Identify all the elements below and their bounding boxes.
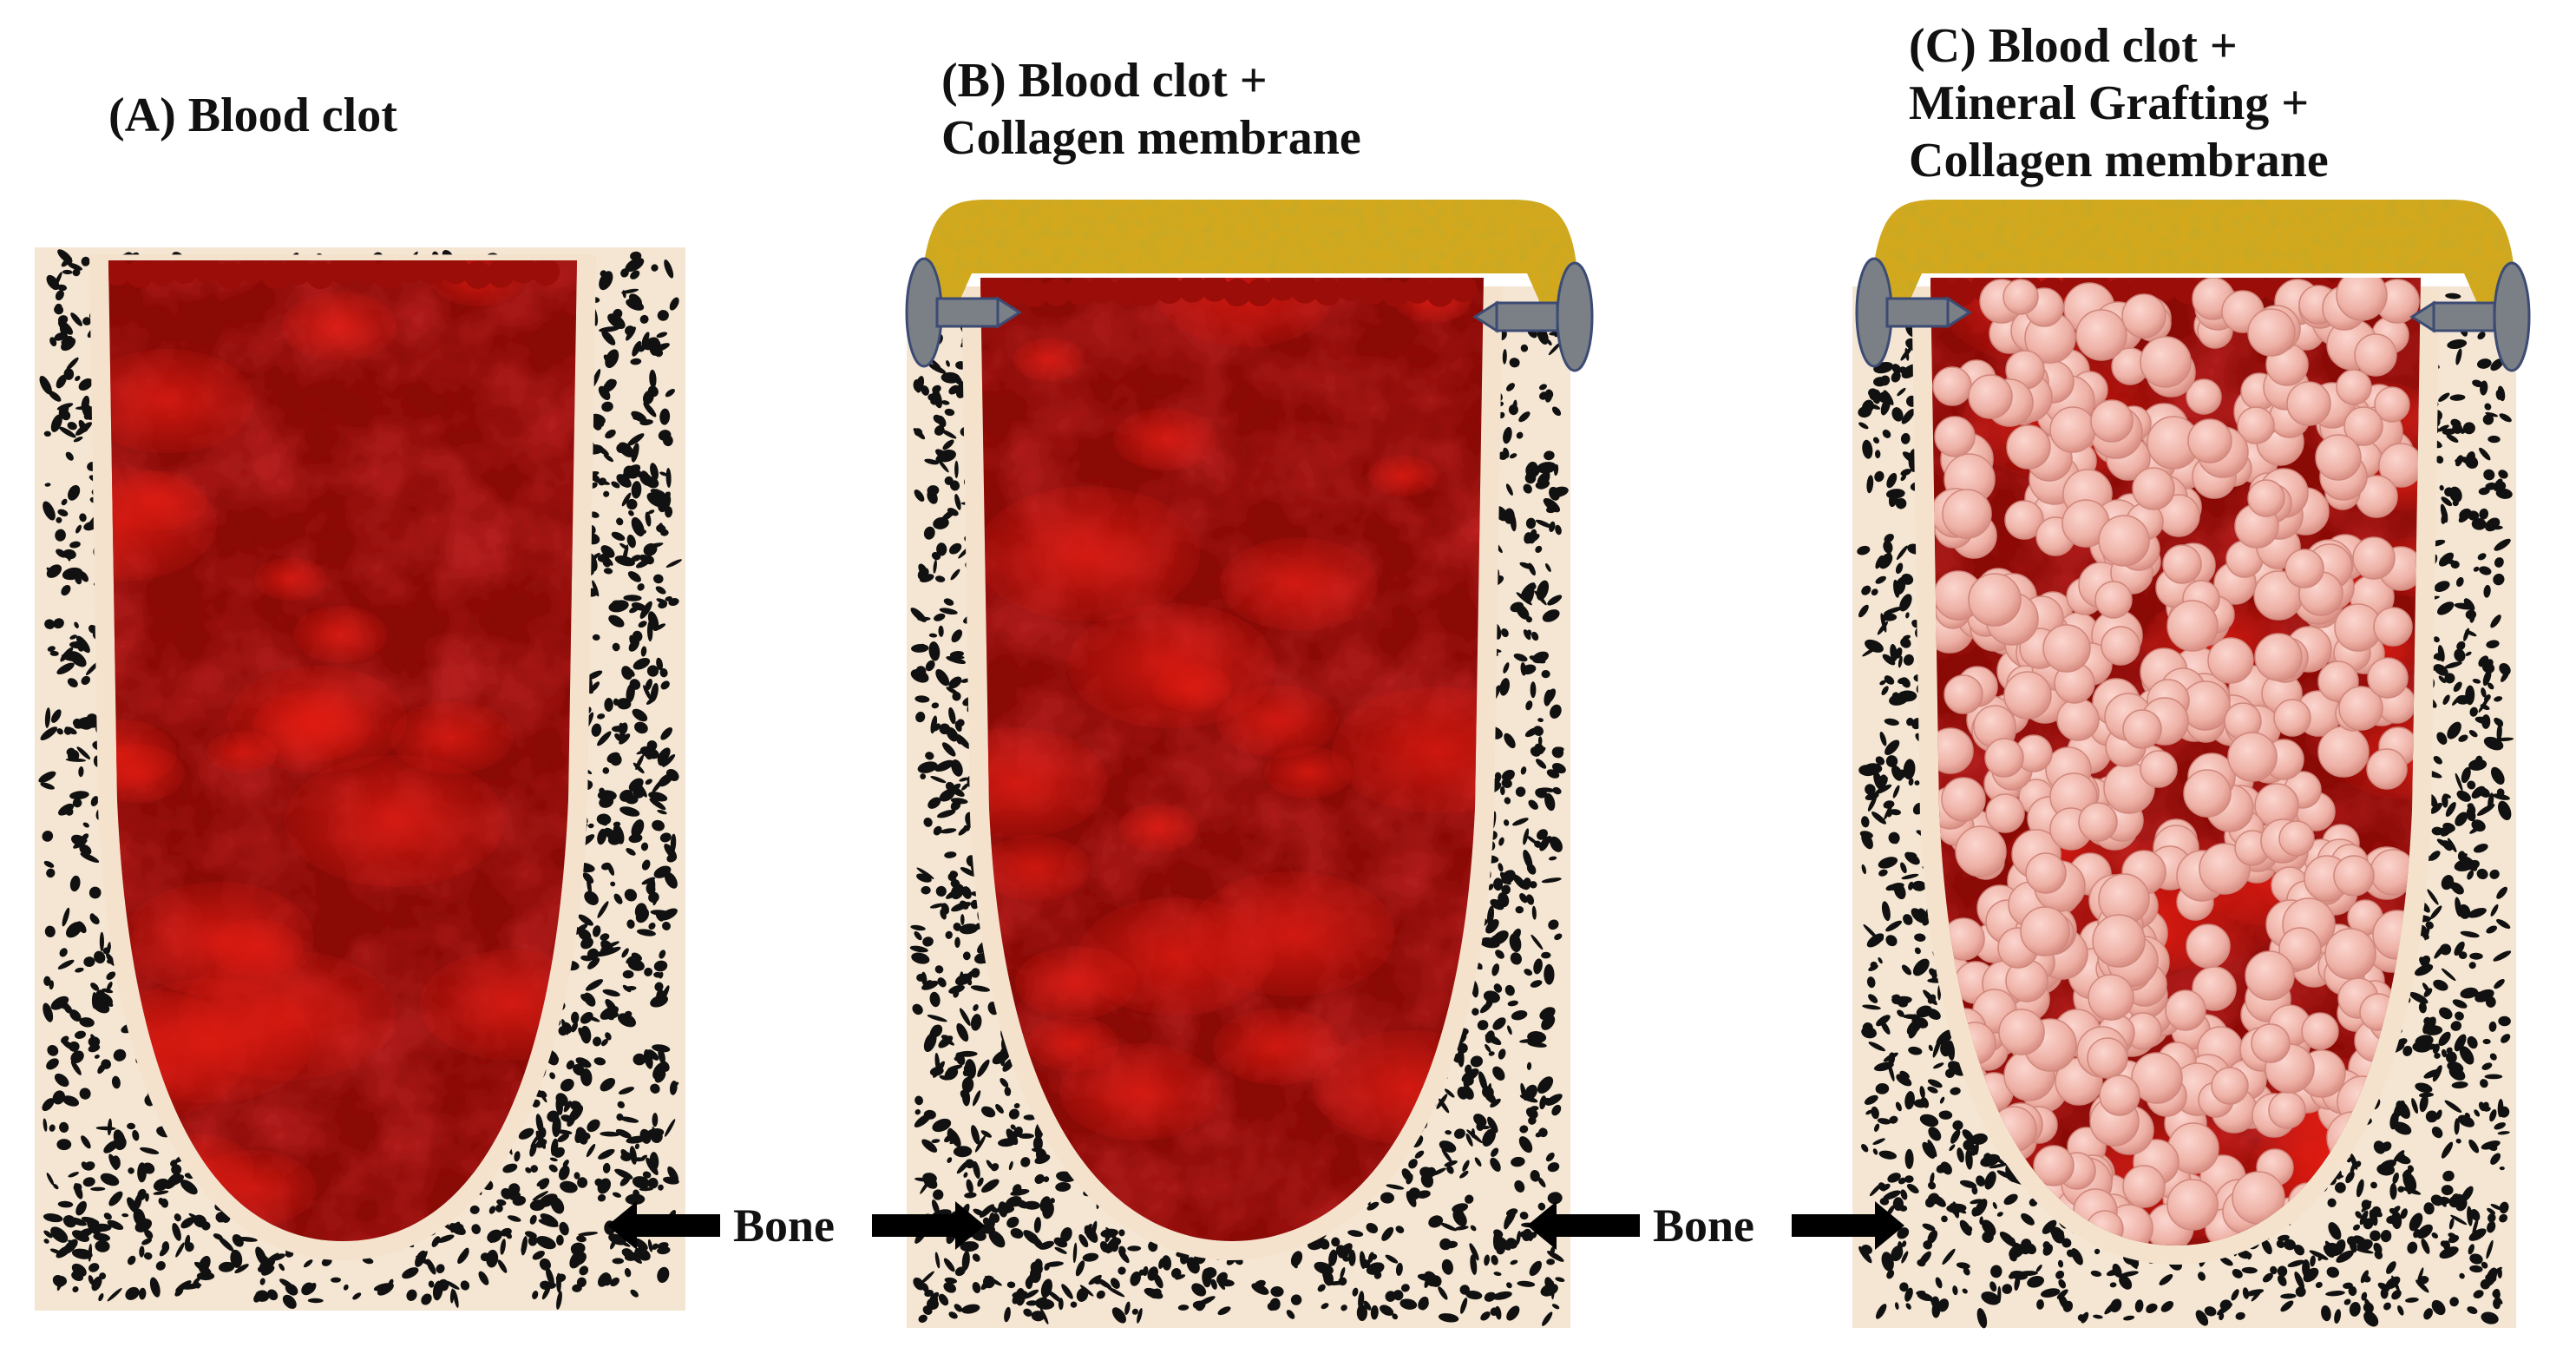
graft-particle	[2002, 279, 2039, 315]
graft-particle	[2186, 923, 2231, 969]
panel-title-c-line-1: (C) Blood clot +	[1909, 19, 2238, 73]
graft-particle	[2166, 600, 2219, 652]
graft-particle	[2247, 479, 2285, 517]
graft-particle	[2186, 378, 2222, 415]
graft-particle	[2254, 633, 2303, 681]
panel-title-b-line-1: (B) Blood clot +	[941, 54, 1268, 108]
panel-title-b-line-2: Collagen membrane	[941, 111, 1361, 165]
graft-particle	[2245, 950, 2295, 1001]
graft-particle	[1930, 727, 1974, 774]
graft-particle	[2042, 624, 2091, 673]
graft-particle	[2333, 855, 2375, 897]
graft-particle	[2122, 709, 2162, 749]
graft-particle	[2090, 399, 2134, 443]
graft-particle	[2373, 607, 2413, 647]
graft-particle	[2352, 536, 2396, 580]
graft-particles	[1930, 278, 2421, 1245]
graft-particle	[2286, 381, 2331, 426]
graft-particle	[2162, 544, 2202, 584]
graft-particle	[2187, 418, 2232, 463]
graft-particle	[2324, 928, 2376, 980]
graft-particle	[1968, 573, 2022, 627]
panel-title-c: (C) Blood clot + Mineral Grafting + Coll…	[1909, 17, 2329, 189]
graft-particle	[1985, 793, 2025, 833]
graft-particle	[2056, 698, 2100, 741]
panel-title-c-line-3: Collagen membrane	[1909, 134, 2329, 187]
graft-particle	[2247, 308, 2296, 357]
graft-particle	[2315, 434, 2362, 481]
clot-top-bumps	[108, 260, 560, 290]
graft-particle	[2140, 336, 2192, 388]
graft-particle	[2122, 1165, 2166, 1208]
graft-particle	[1932, 366, 1972, 406]
graft-particle	[2098, 515, 2150, 567]
graft-particle	[2020, 906, 2070, 956]
graft-particle	[1984, 738, 2024, 778]
graft-particle	[2207, 637, 2254, 684]
graft-particle	[1968, 374, 2013, 419]
graft-particle	[2211, 1067, 2249, 1105]
graft-particle	[2354, 333, 2397, 377]
graft-particle	[2025, 852, 2067, 894]
graft-particle	[1934, 416, 1976, 457]
graft-particle	[2004, 500, 2044, 540]
graft-particle	[2092, 914, 2146, 968]
graft-particle	[2078, 802, 2118, 842]
graft-particle	[2251, 1023, 2291, 1063]
graft-particle	[2094, 581, 2133, 619]
graft-particle	[2101, 626, 2140, 666]
graft-particle	[1941, 777, 1986, 822]
graft-particle	[2166, 1179, 2219, 1231]
blood-clot-1	[980, 278, 1484, 1241]
graft-particle	[2278, 820, 2315, 857]
graft-particle	[2336, 369, 2372, 405]
panel-title-a: (A) Blood clot	[108, 87, 397, 144]
graft-particle	[2003, 671, 2052, 720]
graft-particle	[2087, 1037, 2128, 1079]
graft-particle	[2088, 974, 2134, 1021]
panel-title-b: (B) Blood clot + Collagen membrane	[941, 52, 1361, 167]
bone-label-right: Bone	[1653, 1199, 1755, 1252]
panel-title-c-line-2: Mineral Grafting +	[1909, 76, 2310, 130]
graft-particle	[2006, 424, 2051, 470]
clot-texture	[980, 278, 1484, 1241]
graft-particle	[2121, 293, 2166, 338]
graft-particle	[2284, 549, 2324, 588]
graft-particle	[2268, 1091, 2306, 1129]
graft-particle	[2099, 1075, 2140, 1116]
graft-particle	[1998, 1009, 2045, 1055]
panel-title-a-line-1: (A) Blood clot	[108, 89, 397, 142]
graft-particle	[1943, 674, 1983, 714]
graft-particle	[2140, 750, 2178, 788]
bone-label-left: Bone	[733, 1199, 836, 1252]
graft-particle	[2183, 769, 2232, 818]
socket-rim-mask	[89, 221, 596, 247]
graft-particle	[2132, 467, 2175, 510]
graft-particle	[2301, 1012, 2339, 1050]
graft-particle	[2075, 309, 2127, 361]
clot-top-bumps	[980, 278, 1477, 307]
graft-particle	[2165, 989, 2206, 1031]
graft-particle	[2273, 699, 2311, 737]
graft-particle	[2049, 406, 2096, 453]
graft-layer	[1930, 278, 2421, 1245]
graft-particle	[2237, 406, 2275, 444]
graft-particle	[2227, 732, 2278, 782]
graft-particle	[2317, 726, 2370, 778]
graft-particle	[1955, 825, 2007, 877]
graft-particle	[2366, 748, 2408, 790]
graft-particle	[2367, 657, 2409, 699]
graft-particle	[1942, 489, 1992, 539]
